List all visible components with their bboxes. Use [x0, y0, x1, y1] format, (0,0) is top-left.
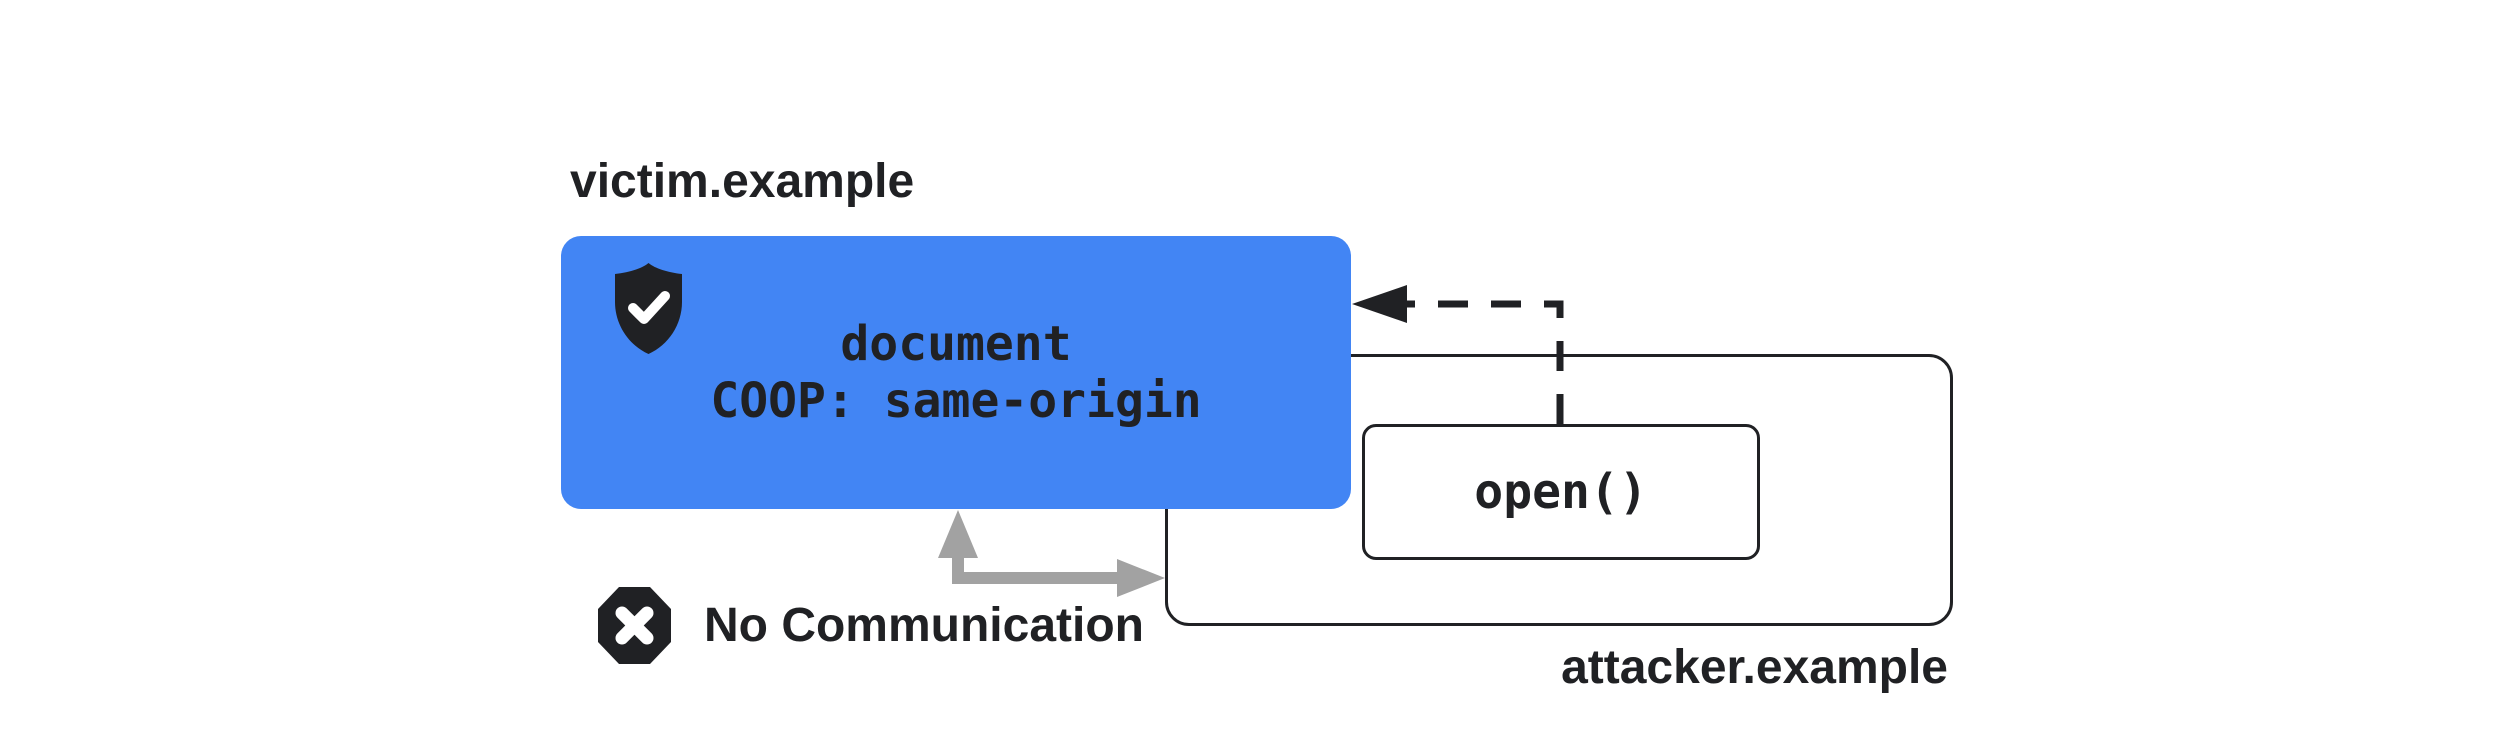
blocked-x-icon: [597, 586, 672, 665]
no-communication-row: No Communication: [597, 586, 1144, 665]
open-call-box: open(): [1362, 424, 1760, 560]
victim-box-line1: document: [840, 315, 1072, 372]
no-communication-label: No Communication: [704, 598, 1144, 652]
victim-domain-label: victim.example: [570, 155, 915, 208]
open-call-text: open(): [1474, 463, 1648, 520]
attacker-domain-label: attacker.example: [1561, 641, 1948, 694]
no-communication-arrow: [938, 510, 1165, 597]
victim-box-line2: COOP: same-origin: [710, 372, 1202, 429]
shield-check-icon: [610, 262, 687, 355]
victim-document-box: document COOP: same-origin: [561, 236, 1351, 509]
